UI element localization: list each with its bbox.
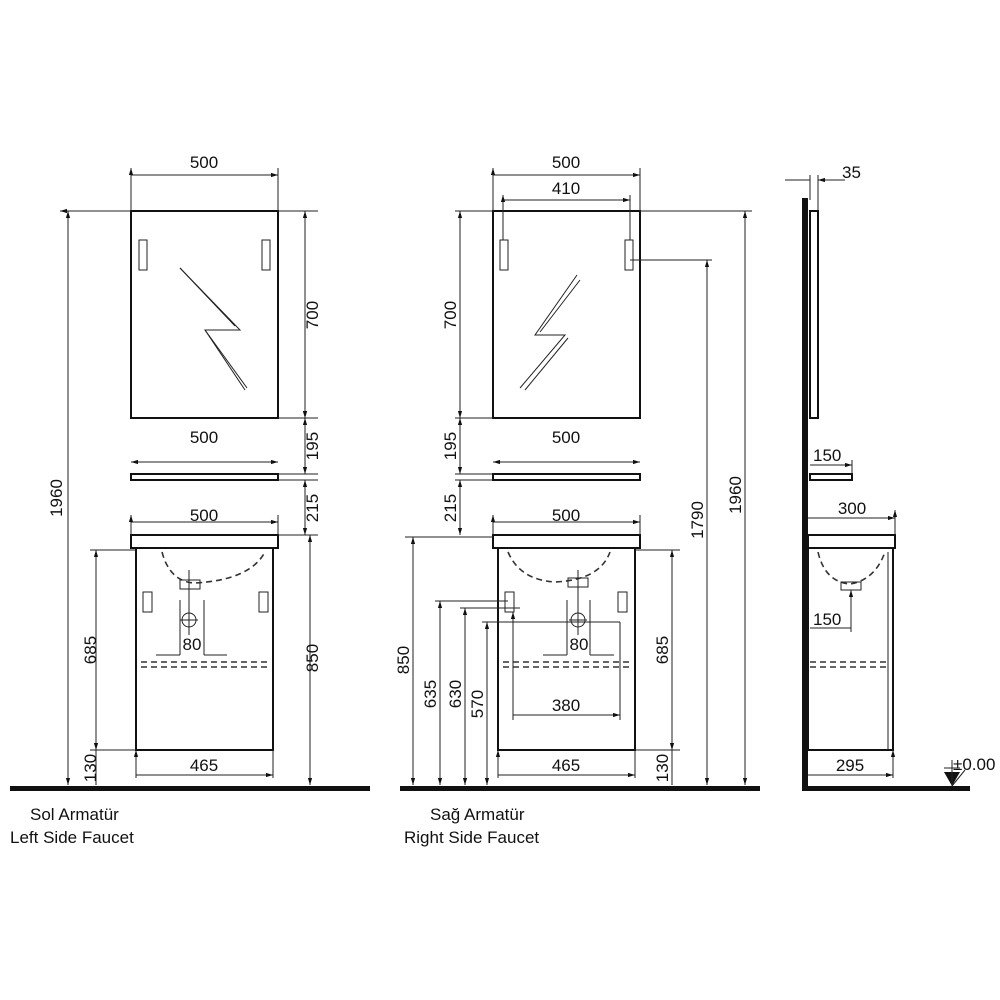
dim-drain-spacing: 80 — [183, 635, 202, 654]
dim-shelf-width: 500 — [552, 428, 580, 447]
dim-mirror-height: 700 — [303, 301, 322, 329]
caption-tr: Sağ Armatür — [430, 805, 525, 824]
dim-drain-offset: 150 — [813, 610, 841, 629]
dim-basin-depth: 300 — [838, 499, 866, 518]
dim-leg-height: 130 — [653, 754, 672, 782]
dim-basin-height: 850 — [303, 644, 322, 672]
shelf-side — [809, 473, 853, 481]
dim-drain-spacing: 80 — [570, 635, 589, 654]
level-marker-icon — [944, 760, 966, 787]
drain-axis — [179, 570, 205, 655]
dim-mirror-fix-width: 410 — [552, 179, 580, 198]
dim-total-height: 1960 — [47, 479, 66, 517]
countertop-side — [807, 534, 896, 549]
dim-floor-level: ±0.00 — [953, 755, 995, 774]
cabinet-side — [807, 547, 894, 751]
dim-pipe-spacing: 380 — [552, 696, 580, 715]
dim-cabinet-width: 465 — [552, 756, 580, 775]
inner-shelf — [810, 661, 888, 668]
shelf — [492, 473, 641, 481]
caption-en: Right Side Faucet — [404, 828, 539, 847]
dim-cabinet-depth: 295 — [836, 756, 864, 775]
mirror-reflection-icon — [519, 274, 581, 391]
caption-en: Left Side Faucet — [10, 828, 134, 847]
dim-shelf-width: 500 — [190, 428, 218, 447]
drain-icon — [179, 579, 201, 590]
countertop — [130, 534, 279, 549]
dim-mirror-width: 500 — [190, 153, 218, 172]
dim-fix-height: 1790 — [688, 501, 707, 539]
countertop — [492, 534, 641, 549]
shelf — [130, 473, 279, 481]
mirror — [130, 210, 279, 419]
dim-basin-width: 500 — [552, 506, 580, 525]
mirror-bracket-icon — [499, 239, 634, 271]
center-view: 500 410 700 1960 1790 500 195 215 500 85… — [394, 153, 760, 847]
dim-mirror-depth: 35 — [842, 163, 861, 182]
inner-shelf — [141, 661, 268, 668]
floor-line — [802, 786, 970, 791]
floor-line — [10, 786, 370, 791]
dim-630: 630 — [446, 680, 465, 708]
wall-fixing-icon — [142, 591, 269, 613]
wall — [802, 198, 808, 790]
dim-mirror-height: 700 — [441, 301, 460, 329]
dim-cabinet-width: 465 — [190, 756, 218, 775]
left-view: 500 700 1960 500 195 215 500 850 685 130… — [10, 153, 370, 847]
basin-outline — [161, 551, 266, 584]
dim-total-height: 1960 — [726, 476, 745, 514]
dim-gap-shelf-basin: 215 — [303, 494, 322, 522]
mirror-side — [809, 210, 819, 419]
dim-570: 570 — [468, 690, 487, 718]
dim-cabinet-height: 685 — [653, 636, 672, 664]
dim-gap-mirror-shelf: 195 — [441, 432, 460, 460]
dim-basin-height: 850 — [394, 646, 413, 674]
dim-shelf-depth: 150 — [813, 446, 841, 465]
dim-mirror-width: 500 — [552, 153, 580, 172]
floor-line — [400, 786, 760, 791]
basin-outline — [817, 551, 886, 585]
dim-635: 635 — [421, 680, 440, 708]
dim-cabinet-height: 685 — [81, 636, 100, 664]
dim-gap-mirror-shelf: 195 — [303, 432, 322, 460]
caption-tr: Sol Armatür — [30, 805, 119, 824]
dim-gap-shelf-basin: 215 — [441, 494, 460, 522]
mirror — [492, 210, 641, 419]
side-view: 35 150 300 150 295 ±0.00 — [785, 163, 995, 791]
dim-basin-width: 500 — [190, 506, 218, 525]
dim-leg-height: 130 — [81, 754, 100, 782]
